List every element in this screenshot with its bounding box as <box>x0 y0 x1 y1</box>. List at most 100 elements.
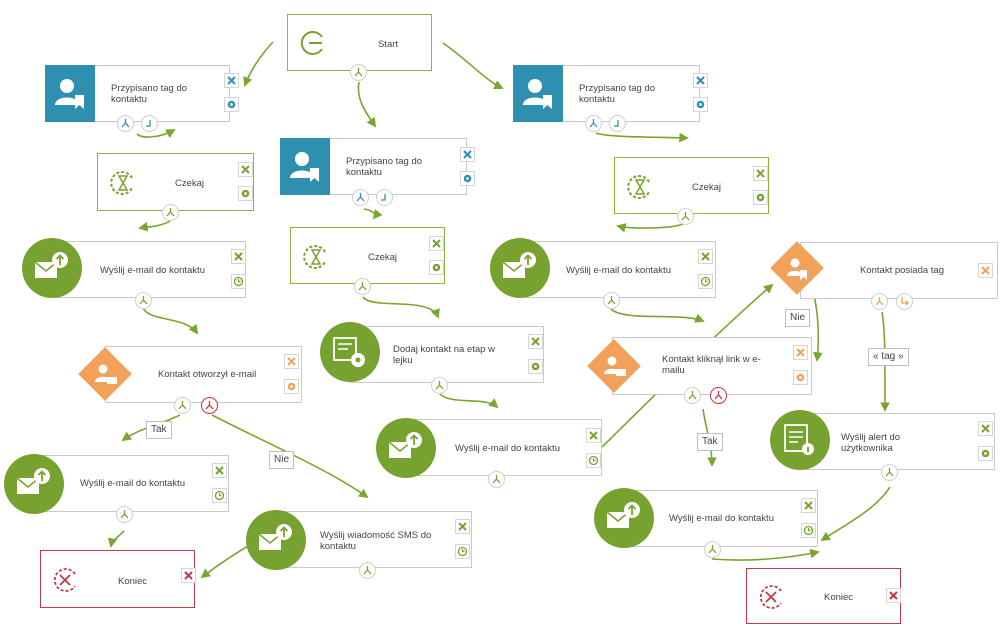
delete-button[interactable] <box>284 354 299 369</box>
close-icon <box>531 337 540 346</box>
wait-node-mid[interactable]: Czekaj <box>290 227 445 284</box>
branch-icon <box>589 119 598 128</box>
node-label: Wyślij alert do użytkownika <box>841 432 901 454</box>
time-output-port[interactable] <box>141 115 158 132</box>
yes-output-port[interactable] <box>684 387 701 404</box>
output-port[interactable] <box>135 292 152 309</box>
delete-button[interactable] <box>753 166 768 181</box>
email-send-icon <box>4 454 64 514</box>
settings-button[interactable] <box>238 186 253 201</box>
output-port[interactable] <box>603 292 620 309</box>
no-output-port[interactable] <box>201 397 218 414</box>
send-sms-node[interactable] <box>278 511 472 568</box>
settings-button[interactable] <box>224 97 239 112</box>
branch-icon <box>492 475 501 484</box>
output-port[interactable] <box>359 562 376 579</box>
end-node-left[interactable]: Koniec <box>40 550 195 608</box>
user-alert-node[interactable] <box>800 413 995 470</box>
gear-icon <box>796 373 805 382</box>
delete-button[interactable] <box>181 568 196 583</box>
schedule-button[interactable] <box>455 544 470 559</box>
delete-button[interactable] <box>224 73 239 88</box>
delete-button[interactable] <box>693 73 708 88</box>
email-send-icon <box>594 488 654 548</box>
no-output-port[interactable] <box>896 293 913 310</box>
delete-button[interactable] <box>528 334 543 349</box>
delete-button[interactable] <box>586 428 601 443</box>
email-opened-condition-node[interactable] <box>105 346 302 403</box>
settings-button[interactable] <box>753 190 768 205</box>
gear-icon <box>432 263 441 272</box>
schedule-button[interactable] <box>231 274 246 289</box>
timer-icon <box>146 120 151 127</box>
delete-button[interactable] <box>238 162 253 177</box>
gear-icon <box>227 100 236 109</box>
time-output-port[interactable] <box>609 115 626 132</box>
delete-button[interactable] <box>978 421 993 436</box>
output-port[interactable] <box>162 204 179 221</box>
delete-button[interactable] <box>429 236 444 251</box>
output-port[interactable] <box>117 115 134 132</box>
delete-button[interactable] <box>801 498 816 513</box>
tag-assigned-node-left[interactable]: Przypisano tag do kontaktu <box>45 65 230 122</box>
gear-icon <box>756 193 765 202</box>
node-label: Wyślij e-mail do kontaktu <box>455 443 560 454</box>
settings-button[interactable] <box>793 370 808 385</box>
clock-icon <box>700 276 711 287</box>
send-email-node-right[interactable] <box>522 241 716 298</box>
settings-button[interactable] <box>978 446 993 461</box>
wait-node-left[interactable]: Czekaj <box>97 153 254 211</box>
output-port[interactable] <box>352 189 369 206</box>
output-port[interactable] <box>431 377 448 394</box>
schedule-button[interactable] <box>698 274 713 289</box>
wait-node-right[interactable]: Czekaj <box>614 157 769 214</box>
schedule-button[interactable] <box>586 453 601 468</box>
delete-button[interactable] <box>978 263 993 278</box>
clock-icon <box>233 276 244 287</box>
start-node[interactable]: Start <box>287 14 432 71</box>
settings-button[interactable] <box>460 171 475 186</box>
output-port[interactable] <box>116 506 133 523</box>
start-icon <box>300 31 323 55</box>
delete-button[interactable] <box>886 588 901 603</box>
schedule-button[interactable] <box>212 488 227 503</box>
link-clicked-condition-node[interactable] <box>612 337 812 395</box>
output-port[interactable] <box>704 541 721 558</box>
settings-button[interactable] <box>693 97 708 112</box>
schedule-button[interactable] <box>801 523 816 538</box>
tag-assigned-node-right[interactable]: Przypisano tag do kontaktu <box>513 65 700 122</box>
no-output-port[interactable] <box>710 387 727 404</box>
delete-button[interactable] <box>231 249 246 264</box>
branch-icon <box>354 68 363 77</box>
end-node-right[interactable]: Koniec <box>746 568 901 624</box>
settings-button[interactable] <box>528 359 543 374</box>
has-tag-condition-node[interactable] <box>800 242 998 299</box>
yes-output-port[interactable] <box>174 397 191 414</box>
yes-output-port[interactable] <box>871 293 888 310</box>
node-label: Dodaj kontakt na etap w lejku <box>393 344 495 366</box>
settings-button[interactable] <box>284 379 299 394</box>
alert-icon <box>770 410 830 470</box>
send-email-node-mid[interactable] <box>408 419 602 476</box>
branch-icon <box>121 119 130 128</box>
close-icon <box>287 357 296 366</box>
delete-button[interactable] <box>212 463 227 478</box>
delete-button[interactable] <box>455 519 470 534</box>
output-port[interactable] <box>881 464 898 481</box>
link-clicked-icon <box>587 339 641 393</box>
time-output-port[interactable] <box>376 189 393 206</box>
output-port[interactable] <box>354 278 371 295</box>
close-icon <box>889 591 898 600</box>
output-port[interactable] <box>677 208 694 225</box>
tag-assigned-node-mid[interactable]: Przypisano tag do kontaktu <box>280 138 467 195</box>
delete-button[interactable] <box>793 345 808 360</box>
delete-button[interactable] <box>460 147 475 162</box>
output-port[interactable] <box>488 471 505 488</box>
branch-icon <box>681 212 690 221</box>
node-label: Wyślij e-mail do kontaktu <box>566 265 671 276</box>
delete-button[interactable] <box>698 249 713 264</box>
send-email-node-yes-left[interactable] <box>35 455 229 512</box>
settings-button[interactable] <box>429 260 444 275</box>
start-output-port[interactable] <box>350 64 367 81</box>
output-port[interactable] <box>585 115 602 132</box>
